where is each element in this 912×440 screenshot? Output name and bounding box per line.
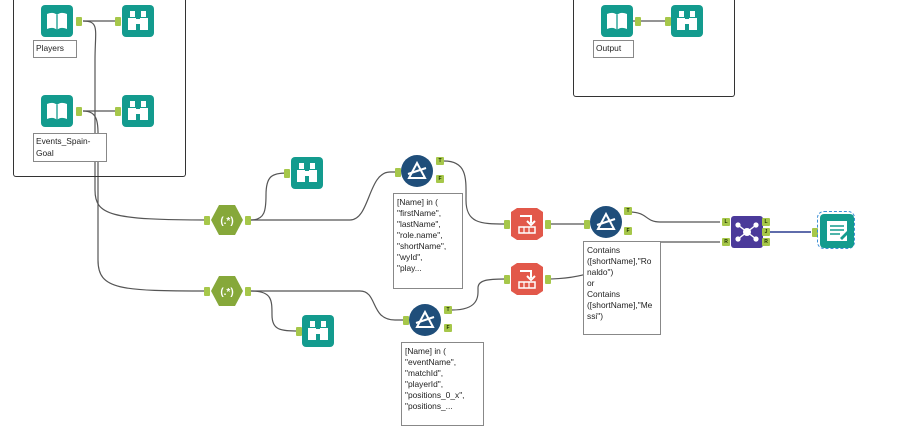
filter-expression: [Name] in ( "firstName", "lastName", "ro… bbox=[393, 193, 463, 289]
input-anchor[interactable] bbox=[115, 17, 121, 26]
tool-annotation: Players bbox=[33, 40, 77, 58]
join-icon bbox=[731, 216, 763, 248]
select-icon bbox=[511, 263, 543, 295]
select-tool-bottom[interactable] bbox=[511, 263, 543, 295]
input-anchor[interactable] bbox=[584, 220, 590, 229]
output-anchor[interactable] bbox=[245, 216, 251, 225]
binoculars-icon bbox=[302, 315, 334, 347]
book-icon bbox=[41, 5, 73, 37]
input-anchor[interactable] bbox=[812, 228, 818, 237]
select-tool-top[interactable] bbox=[511, 208, 543, 240]
input-anchor[interactable] bbox=[296, 327, 302, 336]
filter-expression: [Name] in ( "eventName", "matchId", "pla… bbox=[401, 342, 484, 426]
filter-tool-bottom[interactable] bbox=[409, 304, 441, 336]
binoculars-icon bbox=[122, 95, 154, 127]
input-anchor[interactable] bbox=[284, 169, 290, 178]
browse-tool-regex-bottom[interactable] bbox=[302, 315, 334, 347]
browse-tool-players[interactable] bbox=[122, 5, 154, 37]
join-right-input-anchor[interactable]: R bbox=[722, 238, 730, 246]
false-anchor[interactable]: F bbox=[444, 324, 452, 332]
join-left-input-anchor[interactable]: L bbox=[722, 218, 730, 226]
input-data-tool-players[interactable] bbox=[41, 5, 73, 37]
filter-icon bbox=[401, 155, 433, 187]
binoculars-icon bbox=[122, 5, 154, 37]
browse-tool-events[interactable] bbox=[122, 95, 154, 127]
input-anchor[interactable] bbox=[115, 107, 121, 116]
regex-tool-bottom[interactable]: (.*) bbox=[210, 275, 243, 307]
svg-text:(.*): (.*) bbox=[220, 216, 233, 227]
book-icon bbox=[41, 95, 73, 127]
input-data-tool-events[interactable] bbox=[41, 95, 73, 127]
join-tool[interactable] bbox=[731, 216, 763, 248]
true-anchor[interactable]: T bbox=[624, 207, 632, 215]
join-right-output-anchor[interactable]: R bbox=[762, 238, 770, 246]
output-anchor[interactable] bbox=[245, 287, 251, 296]
false-anchor[interactable]: F bbox=[624, 227, 632, 235]
tool-annotation: Output bbox=[593, 40, 634, 58]
filter-icon bbox=[409, 304, 441, 336]
tool-annotation: Events_Spain- Goal bbox=[33, 133, 107, 162]
binoculars-icon bbox=[671, 5, 703, 37]
input-anchor[interactable] bbox=[204, 287, 210, 296]
filter-icon bbox=[590, 206, 622, 238]
output-anchor[interactable] bbox=[545, 220, 551, 229]
output-anchor[interactable] bbox=[76, 17, 82, 26]
join-joined-output-anchor[interactable]: J bbox=[762, 228, 770, 236]
input-anchor[interactable] bbox=[403, 316, 409, 325]
input-data-tool-output[interactable] bbox=[601, 5, 633, 37]
input-anchor[interactable] bbox=[504, 275, 510, 284]
select-icon bbox=[511, 208, 543, 240]
output-anchor[interactable] bbox=[545, 275, 551, 284]
input-anchor[interactable] bbox=[204, 216, 210, 225]
output-anchor[interactable] bbox=[635, 17, 641, 26]
svg-text:(.*): (.*) bbox=[220, 287, 233, 298]
binoculars-icon bbox=[291, 157, 323, 189]
output-anchor[interactable] bbox=[76, 107, 82, 116]
filter-expression: Contains ([shortName],"Ro naldo") or Con… bbox=[583, 241, 661, 335]
true-anchor[interactable]: T bbox=[436, 157, 444, 165]
filter-tool-right[interactable] bbox=[590, 206, 622, 238]
input-container[interactable] bbox=[13, 0, 186, 177]
filter-tool-top[interactable] bbox=[401, 155, 433, 187]
regex-icon: (.*) bbox=[211, 205, 243, 235]
false-anchor[interactable]: F bbox=[436, 175, 444, 183]
output-data-icon bbox=[820, 214, 854, 248]
true-anchor[interactable]: T bbox=[444, 306, 452, 314]
book-icon bbox=[601, 5, 633, 37]
output-container[interactable] bbox=[573, 0, 735, 97]
browse-tool-output[interactable] bbox=[671, 5, 703, 37]
browse-tool-regex-top[interactable] bbox=[291, 157, 323, 189]
input-anchor[interactable] bbox=[665, 17, 671, 26]
join-left-output-anchor[interactable]: L bbox=[762, 218, 770, 226]
input-anchor[interactable] bbox=[395, 168, 401, 177]
input-anchor[interactable] bbox=[504, 220, 510, 229]
regex-tool-top[interactable]: (.*) bbox=[210, 204, 243, 236]
output-data-tool[interactable] bbox=[817, 211, 855, 249]
regex-icon: (.*) bbox=[211, 276, 243, 306]
